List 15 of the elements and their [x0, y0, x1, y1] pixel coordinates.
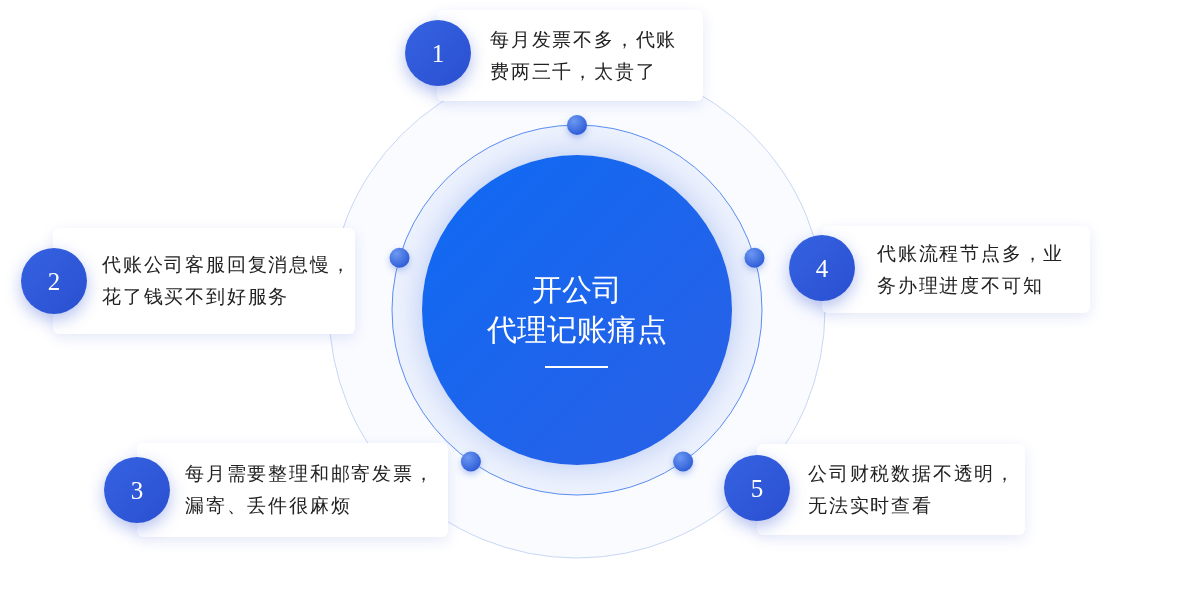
step-number: 3	[130, 477, 144, 503]
step-number: 2	[47, 268, 61, 294]
pain-point-text: 公司财税数据不透明，无法实时查看	[808, 461, 1017, 518]
step-number: 4	[815, 255, 829, 281]
number-circle	[104, 457, 170, 523]
number-circle	[21, 248, 87, 314]
center-title: 开公司	[531, 271, 623, 309]
step-number: 5	[750, 475, 764, 501]
pain-point-text: 每月发票不多，代账费两三千，太贵了	[490, 27, 679, 84]
pain-point-text: 每月需要整理和邮寄发票，漏寄、丢件很麻烦	[185, 462, 436, 518]
step-number: 1	[431, 40, 445, 66]
number-circle	[405, 20, 471, 86]
pain-point-text: 代账流程节点多，业务办理进度不可知	[877, 241, 1066, 298]
center-title: 代理记账痛点	[486, 311, 668, 349]
pain-point-text: 代账公司客服回复消息慢，花了钱买不到好服务	[102, 253, 353, 309]
